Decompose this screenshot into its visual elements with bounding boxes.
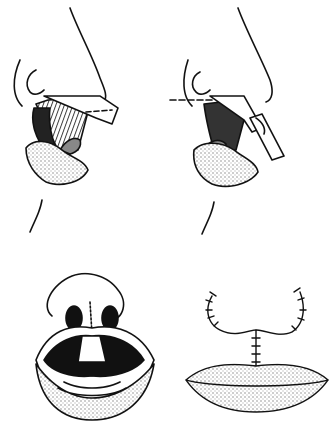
nose-outline bbox=[70, 8, 106, 102]
nostril-curve bbox=[193, 72, 210, 94]
cheek-line bbox=[184, 60, 192, 106]
suture-outline bbox=[208, 292, 303, 334]
chin-line bbox=[202, 202, 214, 234]
vertical-tab bbox=[250, 114, 284, 160]
chin-line bbox=[30, 200, 42, 232]
nose-outline bbox=[238, 8, 272, 102]
panel-bottom-right bbox=[186, 288, 328, 412]
panel-top-right bbox=[170, 8, 284, 234]
lower-lip bbox=[194, 143, 258, 186]
panel-top-left bbox=[14, 8, 118, 232]
cheek-line bbox=[14, 60, 22, 106]
panel-bottom-left bbox=[36, 274, 154, 420]
repaired-lips bbox=[186, 365, 328, 412]
nostril-curve bbox=[27, 70, 44, 94]
